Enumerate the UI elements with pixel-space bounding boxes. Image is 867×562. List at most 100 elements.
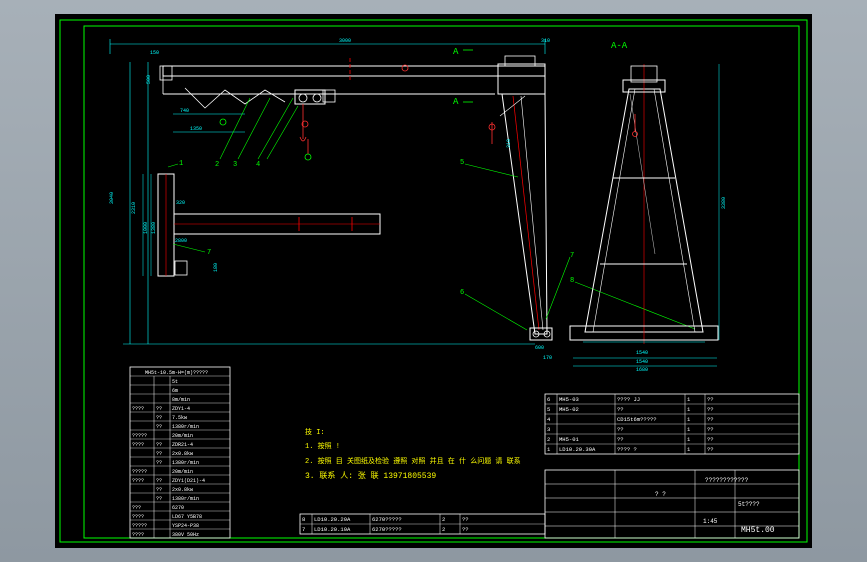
- dim-hook-b: 1350: [190, 126, 202, 132]
- bom-cell: ??: [617, 436, 624, 443]
- bom-cell: ??: [617, 406, 624, 413]
- spec-cell: ??: [156, 460, 162, 466]
- dim-section-height: 3380: [721, 197, 727, 209]
- spec-cell: ??: [156, 478, 162, 484]
- title-block: ???????????? 5t???? ? ? 1:45 MH5t.00: [544, 469, 800, 539]
- callout-8: 8: [570, 277, 574, 285]
- spec-cell: ????: [132, 514, 144, 520]
- notes-heading: 技 I:: [305, 427, 325, 437]
- spec-table-title: MH5t-10.5m-H=(m)?????: [145, 370, 208, 376]
- bom-cell: ???? ?: [617, 446, 637, 453]
- dim-base-a: 1540: [636, 350, 648, 356]
- dim-foot-b: 170: [543, 355, 552, 361]
- bom-table-bottom: 8 LD10.20.20A 6270????? 2?? 7 LD10.20.10A 6270…: [299, 513, 546, 535]
- section-mark-bottom: A: [453, 97, 459, 107]
- plan-callout-1: 1: [179, 160, 183, 168]
- dim-left-small: 150: [150, 50, 159, 56]
- spec-cell: ??: [156, 415, 162, 421]
- bom-cell: 2: [547, 436, 550, 443]
- spec-cell: ????: [132, 442, 144, 448]
- spec-cell: ZDY1(D21)-4: [172, 478, 205, 484]
- bom-cell: 2: [442, 526, 445, 533]
- bom-cell: LD10.20.30A: [559, 446, 596, 453]
- bom-cell: 5: [547, 406, 550, 413]
- bom-cell: 8: [302, 516, 305, 523]
- crane-drawing-svg: 3000 310 150 3040 2310 500: [59, 19, 808, 543]
- spec-table: MH5t-10.5m-H=(m)????? 5t6m8m/min??????ZD…: [129, 366, 231, 539]
- spec-cell: ??: [156, 487, 162, 493]
- callout-7: 7: [570, 252, 574, 260]
- notes-line-2: 2. 按照 目 关图纸及检验 遵照 对照 并且 在 什 么问题 请 联系: [305, 456, 521, 466]
- title-product: 5t????: [738, 501, 760, 508]
- bom-cell: 6270?????: [372, 526, 402, 533]
- title-company: ????????????: [705, 477, 749, 484]
- bom-cell: 6270?????: [372, 516, 402, 523]
- title-drawing-no: MH5t.00: [741, 526, 775, 535]
- dim-foot-a: 600: [535, 345, 544, 351]
- spec-cell: ????: [132, 478, 144, 484]
- callout-4: 4: [256, 161, 260, 169]
- dim-total-height: 3040: [109, 192, 115, 204]
- bom-cell: LD10.20.10A: [314, 526, 351, 533]
- bom-cell: ??: [617, 426, 624, 433]
- bom-cell: ??: [707, 426, 714, 433]
- drawing-sheet[interactable]: 3000 310 150 3040 2310 500: [55, 14, 812, 548]
- dim-plan-e: 180: [213, 263, 219, 272]
- bom-cell: 4: [547, 416, 551, 423]
- section-view-title: A-A: [611, 41, 628, 51]
- dim-span: 3000: [339, 38, 351, 44]
- bom-cell: 1: [687, 396, 691, 403]
- front-view: 3000 310 150 3040 2310 500: [109, 38, 696, 361]
- dim-mid-right: 310: [506, 139, 512, 148]
- plan-callout-7: 7: [207, 249, 211, 257]
- spec-cell: YSP24-P38: [172, 523, 199, 529]
- inner-frame: [83, 25, 800, 539]
- technical-notes: 技 I: 1. 按照 ! 2. 按照 目 关图纸及检验 遵照 对照 并且 在 什…: [305, 427, 521, 481]
- bom-cell: 1: [687, 426, 691, 433]
- spec-cell: ?????: [132, 469, 147, 475]
- spec-cell: 20m/min: [172, 433, 193, 439]
- bom-cell: ??: [462, 526, 469, 533]
- spec-cell: 380V 50Hz: [172, 532, 199, 538]
- bom-cell: 7: [302, 526, 305, 533]
- bom-cell: 1: [687, 406, 691, 413]
- dim-beam-height: 500: [146, 75, 152, 84]
- spec-cell: ??: [156, 424, 162, 430]
- bom-cell: 1: [687, 436, 691, 443]
- dim-plan-d: 1380: [151, 222, 157, 234]
- dim-base-c: 1680: [636, 367, 648, 373]
- bom-cell: 1: [547, 446, 551, 453]
- spec-cell: 1380r/min: [172, 460, 199, 466]
- bom-cell: ??: [707, 396, 714, 403]
- bom-cell: ??: [707, 416, 714, 423]
- spec-cell: 6m: [172, 388, 178, 394]
- spec-cell: 5t: [172, 379, 178, 385]
- section-view: A-A 1540 1540 1680 3380: [569, 41, 727, 373]
- bom-cell: 2: [442, 516, 445, 523]
- bom-cell: LD10.20.20A: [314, 516, 351, 523]
- section-mark-top: A: [453, 47, 459, 57]
- callout-3: 3: [233, 161, 237, 169]
- callout-6: 6: [460, 289, 464, 297]
- spec-cell: ZDR21-4: [172, 442, 193, 448]
- bom-cell: MH5-01: [559, 436, 580, 443]
- spec-cell: 1380r/min: [172, 496, 199, 502]
- spec-cell: 1380r/min: [172, 424, 199, 430]
- bom-cell: CD15t6m?????: [617, 416, 657, 423]
- bom-cell: 1: [687, 416, 691, 423]
- bom-cell: 3: [547, 426, 550, 433]
- bom-cell: MH5-03: [559, 396, 579, 403]
- dim-plan-c: 1000: [143, 222, 149, 234]
- spec-cell: 7.5kw: [172, 415, 187, 421]
- spec-cell: ZDY1-4: [172, 406, 190, 412]
- spec-cell: ??: [156, 442, 162, 448]
- bom-cell: MH5-02: [559, 406, 579, 413]
- callout-5: 5: [460, 159, 464, 167]
- bom-cell: 1: [687, 446, 691, 453]
- dim-base-b: 1540: [636, 359, 648, 365]
- bom-cell: ??: [707, 436, 714, 443]
- plan-view: 320 2800 1000 1380 180 1 7: [142, 160, 381, 277]
- spec-cell: 6270: [172, 505, 184, 511]
